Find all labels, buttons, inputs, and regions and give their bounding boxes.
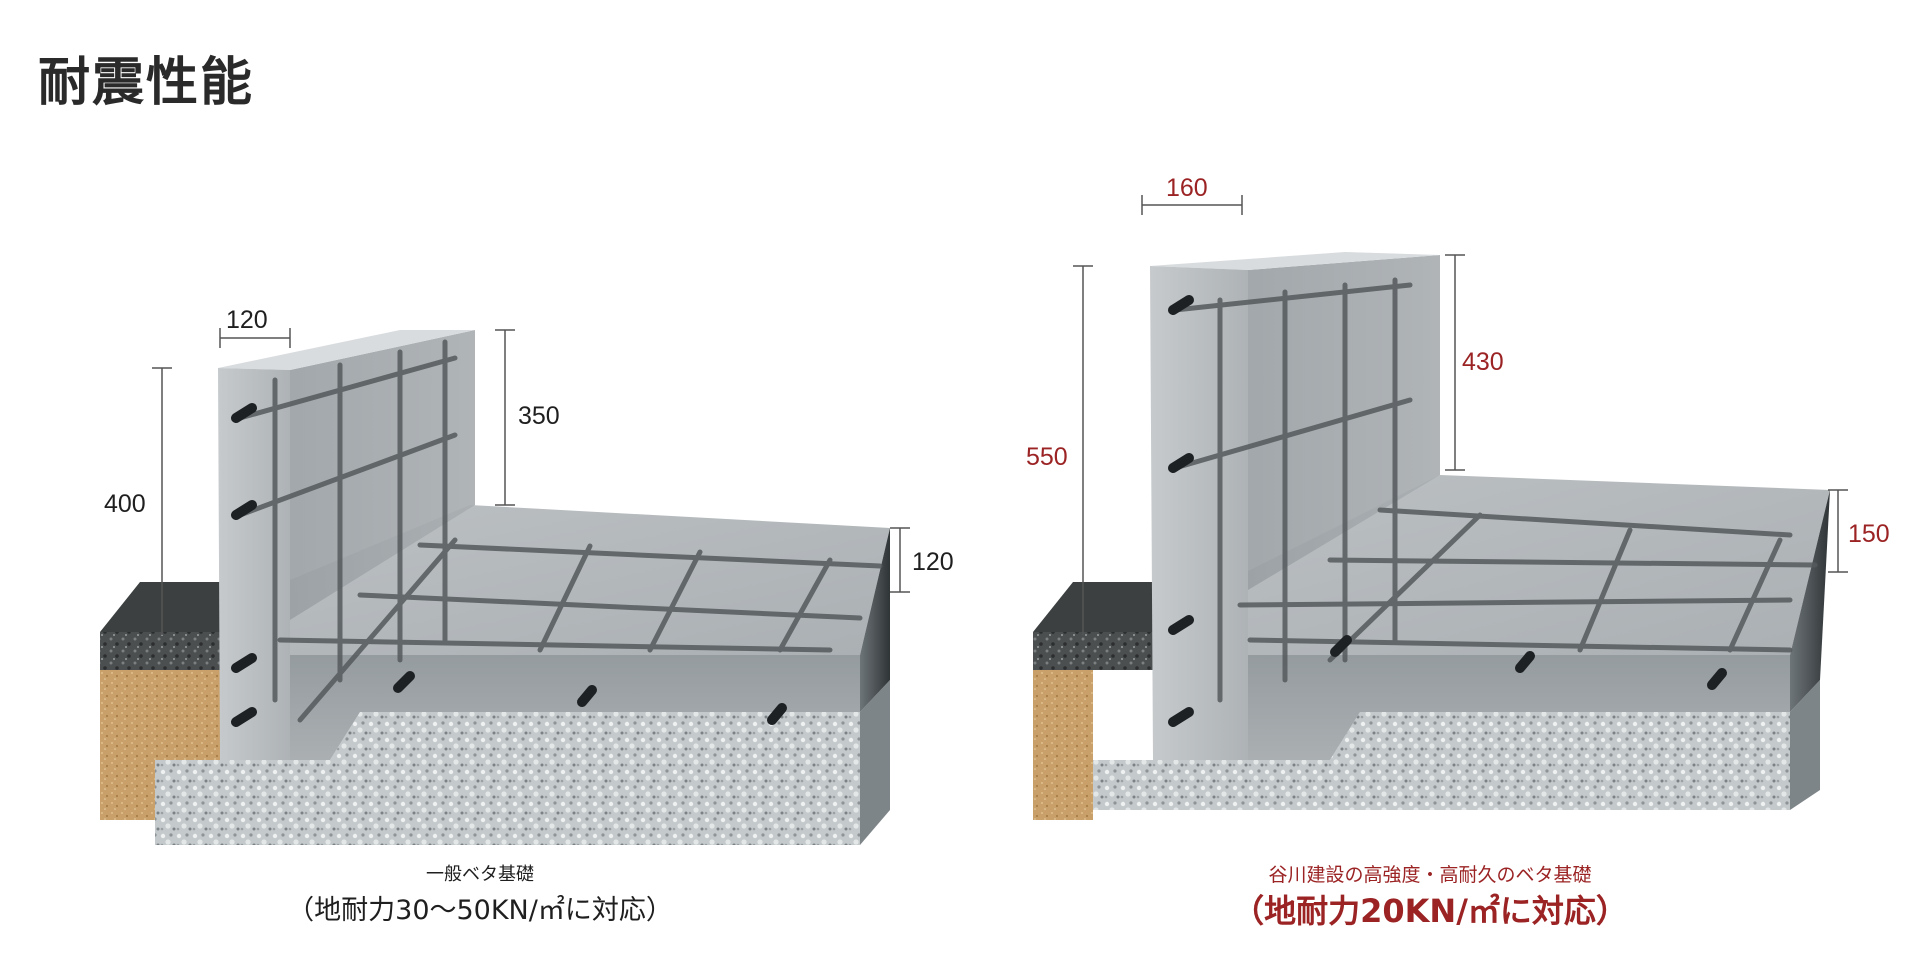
rebar-ends [1168, 295, 1727, 727]
caption-capacity: （地耐力20KN/㎡に対応） [1232, 892, 1628, 930]
caption-capacity: （地耐力30〜50KN/㎡に対応） [287, 895, 673, 926]
dim-total-height: 550 [1026, 443, 1068, 471]
dimension-lines [1073, 195, 1848, 635]
slab-side [1790, 490, 1830, 712]
rebar-ends [231, 403, 787, 727]
wall-front [1150, 266, 1248, 760]
caption-standard: 一般ベタ基礎 （地耐力30〜50KN/㎡に対応） [245, 862, 715, 932]
gravel-side [860, 680, 890, 845]
wall-side [290, 330, 475, 620]
page-title: 耐震性能 [38, 52, 255, 113]
dim-total-height: 400 [104, 490, 146, 518]
wall-top [218, 330, 475, 370]
rebar-grid [237, 339, 883, 723]
wall-top [1150, 252, 1440, 270]
gravel-base [1093, 712, 1790, 810]
foundation-high-strength: 160 550 430 150 [1026, 174, 1890, 820]
slab-top [1153, 475, 1830, 655]
foundation-standard: 120 400 350 120 [100, 306, 954, 845]
dim-wall-width: 160 [1166, 174, 1208, 202]
topsoil-layer [100, 632, 220, 670]
topsoil-layer [1033, 632, 1153, 670]
dim-slab-thickness: 150 [1848, 520, 1890, 548]
dim-wall-height: 350 [518, 402, 560, 430]
gravel-base [155, 712, 860, 845]
slab-side [860, 528, 890, 712]
wall-front [218, 368, 290, 760]
topsoil-top [100, 582, 220, 632]
topsoil-top [1033, 582, 1153, 632]
caption-high-strength: 谷川建設の高強度・高耐久のベタ基礎 （地耐力20KN/㎡に対応） [1150, 862, 1710, 932]
slab-front [1153, 655, 1790, 760]
sand-layer [1033, 670, 1093, 820]
dim-slab-thickness: 120 [912, 548, 954, 576]
gravel-side [1790, 680, 1820, 810]
dim-wall-height: 430 [1462, 348, 1504, 376]
dim-wall-width: 120 [226, 306, 268, 334]
caption-name: 谷川建設の高強度・高耐久のベタ基礎 [1268, 864, 1592, 886]
slab-front [220, 655, 860, 760]
dimension-lines [152, 328, 910, 635]
caption-name: 一般ベタ基礎 [426, 864, 534, 885]
